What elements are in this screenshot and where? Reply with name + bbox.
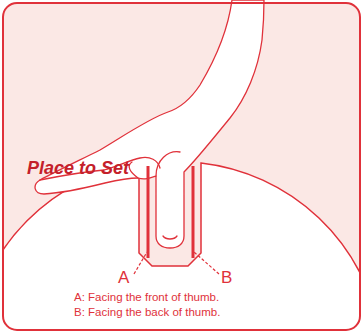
- frame-border: [3, 3, 360, 330]
- leader-line: [194, 252, 219, 274]
- set-instruction: Place to Set: [27, 158, 129, 179]
- note-text: B: Facing the back of thumb.: [74, 306, 220, 319]
- leader-line: [134, 252, 147, 274]
- note-text: A: Facing the front of thumb.: [74, 291, 219, 304]
- contact-bar: [147, 166, 150, 258]
- callout-letter: B: [221, 268, 232, 288]
- contact-bar: [192, 166, 195, 258]
- callout-letter: A: [118, 268, 129, 288]
- hand: [35, 0, 264, 248]
